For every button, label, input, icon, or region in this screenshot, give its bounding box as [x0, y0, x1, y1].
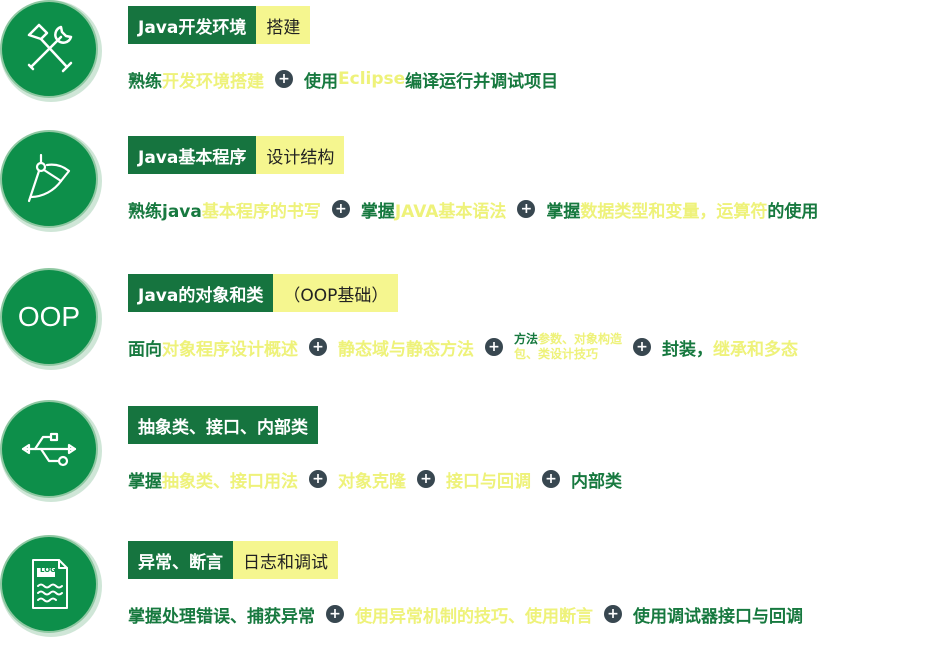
desc-segment: 掌握处理错误、捕获异常	[128, 606, 315, 627]
plus-icon: +	[485, 338, 503, 356]
log-icon-label: LOG	[40, 566, 56, 574]
desc-segment: 使用	[304, 71, 338, 92]
desc-segment: 接口与回调	[446, 471, 531, 492]
title-light: 设计结构	[256, 136, 345, 174]
desc-segment: Eclipse	[338, 69, 406, 89]
title-dark: 异常、断言	[128, 541, 233, 579]
title-dark: Java开发环境	[128, 6, 257, 44]
title-light: 日志和调试	[233, 541, 338, 579]
title-light: （OOP基础）	[273, 274, 399, 312]
desc-segment: 数据类型和变量，运算符	[580, 201, 768, 222]
desc-segment: 使用异常机制的技巧、使用断言	[355, 606, 593, 627]
desc-segment: 掌握	[360, 201, 395, 222]
desc-segment: 内部类	[571, 471, 622, 492]
section-desc: 掌握处理错误、捕获异常 + 使用异常机制的技巧、使用断言 + 使用调试器接口与回调	[128, 599, 803, 629]
desc-segment: 面向	[128, 339, 162, 360]
desc-segment: 封装，	[662, 339, 714, 360]
desc-mini-text: 方法参数、对象构造包、类设计技巧	[514, 332, 622, 362]
desc-segment: 对象程序设计概述	[162, 339, 298, 360]
desc-segment: 熟练	[128, 71, 162, 92]
tools-icon-circle	[0, 0, 98, 98]
desc-mini-line: 方法参数、对象构造	[514, 332, 622, 347]
section-title: Java开发环境 搭建	[128, 6, 311, 44]
section-title: 抽象类、接口、内部类	[128, 406, 318, 444]
wrench-hammer-icon	[27, 23, 73, 73]
desc-segment: 熟练java	[128, 201, 202, 222]
plus-icon: +	[604, 605, 622, 623]
plus-icon: +	[633, 338, 652, 356]
usb-icon	[21, 432, 77, 467]
section-abstract-interface: 抽象类、接口、内部类 掌握抽象类、接口用法 + 对象克隆 + 接口与回调 + 内部类	[0, 400, 930, 510]
title-dark: Java的对象和类	[128, 274, 274, 312]
desc-segment: 基本程序的书写	[201, 201, 321, 222]
plus-icon: +	[326, 605, 344, 623]
oop-icon-circle: OOP	[0, 268, 98, 366]
desc-segment: 编译运行并调试项目	[405, 71, 559, 92]
section-desc: 掌握抽象类、接口用法 + 对象克隆 + 接口与回调 + 内部类	[128, 464, 622, 494]
desc-segment: 使用调试器接口与回调	[633, 606, 803, 627]
compass-icon	[27, 153, 71, 203]
plus-icon: +	[417, 470, 435, 488]
desc-segment: 掌握	[128, 471, 162, 492]
section-title: Java基本程序 设计结构	[128, 136, 345, 174]
plus-icon: +	[517, 200, 536, 218]
plus-icon: +	[309, 338, 327, 356]
usb-icon-circle	[0, 400, 98, 498]
desc-segment: 静态域与静态方法	[338, 339, 474, 360]
desc-mini-segment: 方法	[514, 332, 539, 346]
section-oop: OOP Java的对象和类 （OOP基础） 面向对象程序设计概述 + 静态域与静态方…	[0, 268, 930, 378]
desc-segment: 掌握	[546, 201, 581, 222]
desc-segment: 抽象类、接口用法	[162, 471, 298, 492]
desc-mini-segment: 包、类设计技巧	[514, 347, 599, 361]
title-dark: Java基本程序	[128, 136, 257, 174]
plus-icon: +	[275, 70, 293, 88]
section-exception: LOG 异常、断言 日志和调试 掌握处理错误、捕获异常 + 使用异常机制的技巧、使用…	[0, 535, 930, 645]
plus-icon: +	[309, 470, 327, 488]
section-title: 异常、断言 日志和调试	[128, 541, 338, 579]
title-light: 搭建	[256, 6, 311, 44]
section-desc: 面向对象程序设计概述 + 静态域与静态方法 + 方法参数、对象构造包、类设计技巧 + 封装，…	[128, 332, 798, 362]
desc-mini-line: 包、类设计技巧	[514, 347, 622, 362]
section-title: Java的对象和类 （OOP基础）	[128, 274, 399, 312]
desc-mini-segment: 参数、对象构造	[538, 332, 623, 346]
log-file-icon	[32, 559, 68, 609]
desc-segment: 对象克隆	[338, 471, 406, 492]
desc-segment: JAVA基本语法	[394, 201, 507, 222]
oop-icon-text: OOP	[17, 301, 81, 332]
desc-segment: 开发环境搭建	[162, 71, 264, 92]
plus-icon: +	[542, 470, 560, 488]
desc-segment: 的使用	[767, 201, 819, 222]
plus-icon: +	[331, 200, 350, 218]
log-icon-circle: LOG	[0, 535, 98, 633]
title-dark: 抽象类、接口、内部类	[128, 406, 318, 444]
desc-segment: 继承和多态	[713, 339, 799, 360]
compass-icon-circle	[0, 130, 98, 228]
